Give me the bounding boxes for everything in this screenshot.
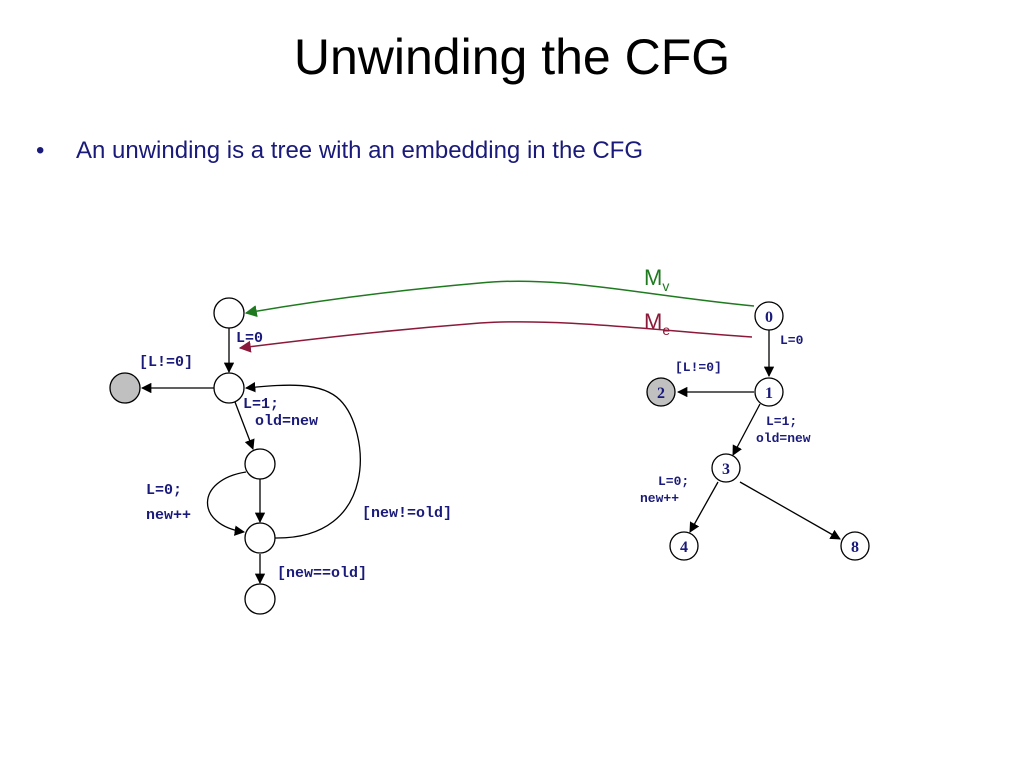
tree-label-assign-1: L=1; xyxy=(766,414,797,429)
me-label: Me xyxy=(644,309,670,338)
unwinding-tree: 0 1 2 3 4 8 L=0 [L!=0] L=1; old=new L=0;… xyxy=(640,301,870,561)
mv-label-sub: v xyxy=(662,278,669,294)
me-map-arrow xyxy=(238,321,753,353)
tree-label-inner-1: L=0; xyxy=(658,474,689,489)
tree-node-1: 1 xyxy=(754,377,784,407)
cfg-label-inner-2: new++ xyxy=(146,507,191,524)
mv-label-main: M xyxy=(644,265,662,290)
tree-node-8-label: 8 xyxy=(851,539,859,556)
tree-label-assign-2: old=new xyxy=(756,431,811,446)
cfg-node-body xyxy=(244,448,276,480)
mv-map-arrow xyxy=(244,280,755,318)
cfg-node-exit xyxy=(244,583,276,615)
cfg-edge-assign xyxy=(234,401,255,450)
tree-node-3-label: 3 xyxy=(722,461,730,478)
cfg-graph: L=0 [L!=0] L=1; old=new L=0; new++ [new!… xyxy=(109,297,452,615)
tree-node-3: 3 xyxy=(711,453,741,483)
tree-edge-3-4 xyxy=(689,481,719,533)
tree-label-exit: [L!=0] xyxy=(675,360,722,375)
tree-node-1-label: 1 xyxy=(765,385,773,402)
mv-label: Mv xyxy=(644,265,669,294)
me-label-sub: e xyxy=(662,322,670,338)
bullet-point: • An unwinding is a tree with an embeddin… xyxy=(36,137,643,165)
cfg-node-head xyxy=(213,372,245,404)
cfg-label-inner-1: L=0; xyxy=(146,482,182,499)
cfg-label-assign-1: L=1; xyxy=(243,396,279,413)
cfg-label-exit: [L!=0] xyxy=(139,354,193,371)
tree-edge-3-8 xyxy=(739,481,841,540)
cfg-label-init: L=0 xyxy=(236,330,263,347)
tree-edge-1-3 xyxy=(732,403,761,456)
tree-label-init: L=0 xyxy=(780,333,804,348)
cfg-node-error xyxy=(109,372,141,404)
tree-node-0: 0 xyxy=(754,301,784,331)
tree-node-8: 8 xyxy=(840,531,870,561)
tree-node-4: 4 xyxy=(669,531,699,561)
bullet-text: An unwinding is a tree with an embedding… xyxy=(76,137,643,164)
mapping-arrows: Mv Me xyxy=(238,265,755,353)
tree-node-2-label: 2 xyxy=(657,385,665,402)
bullet-marker: • xyxy=(36,137,45,164)
tree-node-4-label: 4 xyxy=(680,539,688,556)
tree-node-0-label: 0 xyxy=(765,309,773,326)
tree-label-inner-2: new++ xyxy=(640,491,679,506)
cfg-edge-loop-back xyxy=(244,381,361,539)
cfg-label-assign-2: old=new xyxy=(255,413,318,430)
cfg-node-join xyxy=(244,522,276,554)
me-label-main: M xyxy=(644,309,662,334)
cfg-node-entry xyxy=(213,297,245,329)
tree-node-2: 2 xyxy=(646,377,676,407)
cfg-edge-inner-curve xyxy=(207,471,247,536)
slide-title: Unwinding the CFG xyxy=(293,29,731,85)
cfg-label-loop-back: [new!=old] xyxy=(362,505,452,522)
cfg-label-finish: [new==old] xyxy=(277,565,367,582)
